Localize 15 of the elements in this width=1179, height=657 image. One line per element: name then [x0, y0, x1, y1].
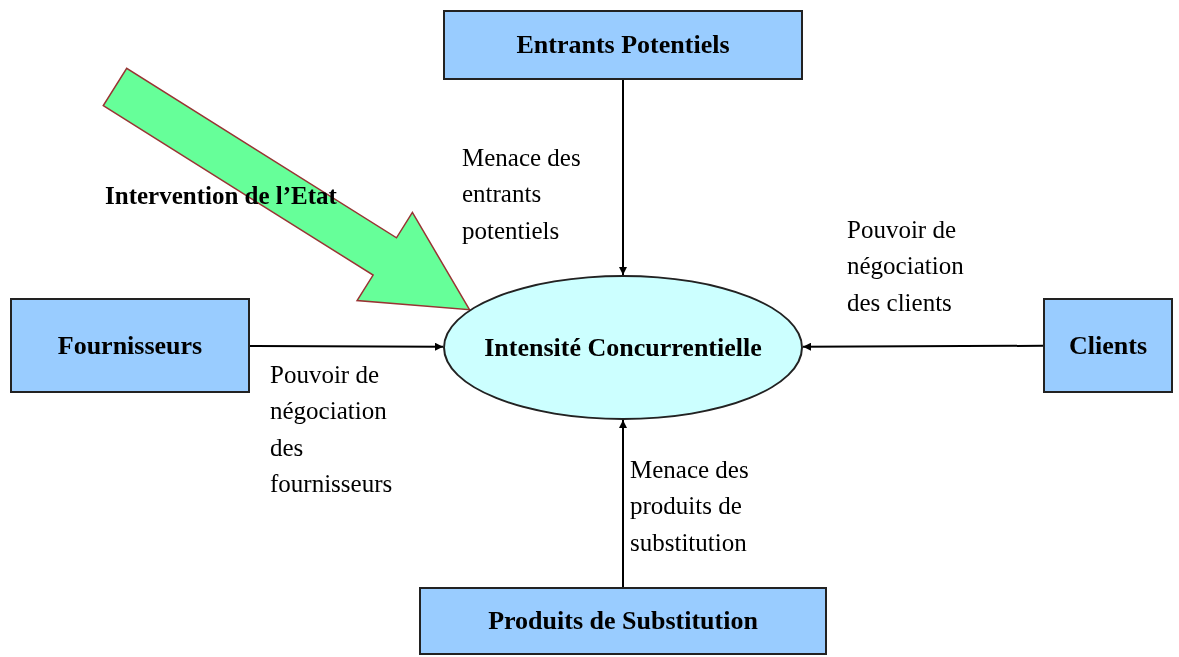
edge-label: Intervention de l’Etat — [105, 181, 338, 211]
process-box: Fournisseurs — [10, 298, 250, 393]
arrow — [802, 342, 1044, 351]
edge-label: Pouvoir de négociation des fournisseurs — [270, 360, 394, 499]
arrow — [619, 79, 627, 276]
edge-label: Menace des entrants potentiels — [462, 143, 582, 246]
process-box: Entrants Potentiels — [443, 10, 803, 80]
central-ellipse: Intensité Concurrentielle — [443, 275, 803, 420]
arrow — [619, 419, 627, 588]
edge-label: Menace des produits de substitution — [630, 455, 750, 558]
edge-label: Pouvoir de négociation des clients — [847, 215, 965, 318]
block-arrow — [102, 67, 471, 311]
process-box: Produits de Substitution — [419, 587, 827, 655]
process-box: Clients — [1043, 298, 1173, 393]
arrow — [249, 342, 444, 351]
